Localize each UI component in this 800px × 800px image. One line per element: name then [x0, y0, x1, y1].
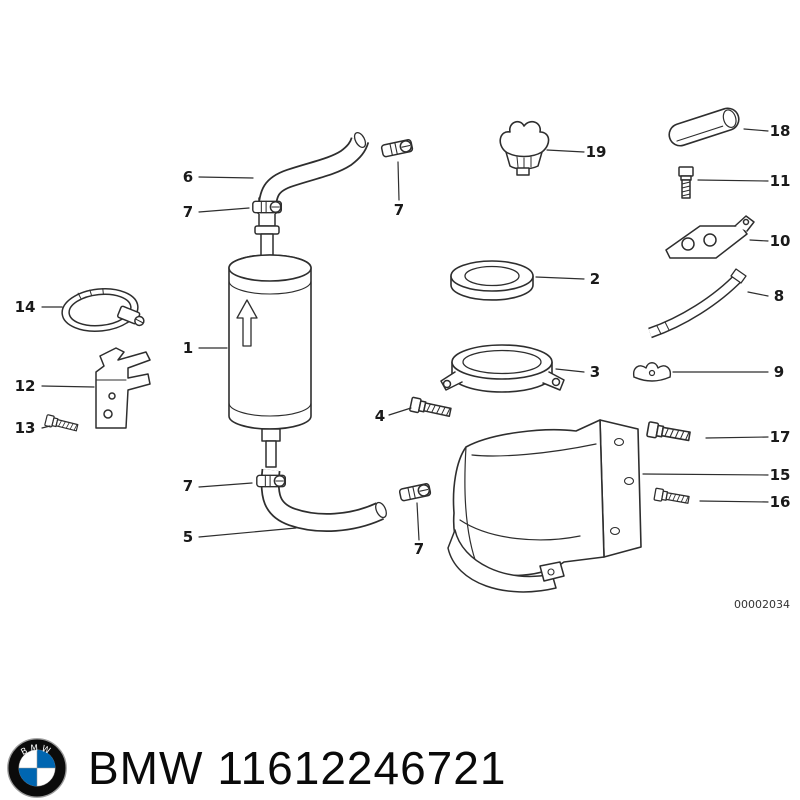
logo-quadrant-blue-top-right [37, 749, 56, 768]
part-15-holder-bracket [447, 419, 642, 593]
callout-7: 7 [394, 201, 404, 219]
part-12-bracket [95, 347, 151, 429]
callout-14: 14 [15, 298, 36, 316]
part-4-bolt [408, 396, 453, 420]
leader-line [388, 407, 412, 416]
part-7-hose-clamp-lower-right [398, 482, 432, 502]
callout-11: 11 [770, 172, 791, 190]
part-1-fuel-filter [228, 197, 312, 468]
leader-line [397, 161, 400, 201]
part-9-clip [632, 362, 672, 382]
callout-17: 17 [770, 428, 791, 446]
leader-line [198, 207, 250, 213]
part-16-screw [653, 487, 691, 507]
part-5-lower-hose [260, 468, 387, 533]
leader-line [697, 179, 769, 182]
part-11-bolt [678, 166, 694, 199]
callout-19: 19 [586, 143, 607, 161]
callout-10: 10 [770, 232, 791, 250]
part-19-spring-clip [499, 120, 550, 176]
leader-line [198, 482, 253, 488]
callout-7: 7 [414, 540, 424, 558]
callout-2: 2 [590, 270, 600, 288]
callout-4: 4 [375, 407, 385, 425]
logo-text: BMW [20, 743, 55, 757]
leader-line [743, 128, 769, 132]
callout-8: 8 [774, 287, 784, 305]
callouts: 6 7 7 19 18 11 10 2 8 14 1 3 9 12 13 4 1… [15, 122, 791, 558]
part-7-hose-clamp-upper-right [380, 138, 414, 158]
exploded-parts-diagram: 6 7 7 19 18 11 10 2 8 14 1 3 9 12 13 4 1… [15, 107, 791, 611]
flow-direction-arrow [236, 299, 258, 347]
leader-line [198, 527, 297, 538]
leader-line [642, 473, 769, 476]
callout-3: 3 [590, 363, 600, 381]
leader-line [555, 368, 585, 373]
leader-line [41, 425, 51, 429]
leader-line [198, 176, 254, 179]
part-number-line: BMW 11612246721 [88, 741, 506, 795]
callout-5: 5 [183, 528, 193, 546]
brand-text: BMW [88, 742, 204, 794]
leader-line [546, 149, 585, 153]
callout-9: 9 [774, 363, 784, 381]
callout-13: 13 [15, 419, 36, 437]
callout-7: 7 [183, 477, 193, 495]
part-number-text: 11612246721 [217, 742, 507, 794]
part-2-sealing-ring [450, 260, 534, 301]
part-14-hose-clamp [61, 287, 145, 333]
part-8-strap [648, 268, 747, 339]
leader-line [416, 502, 420, 541]
leader-line [749, 239, 769, 242]
leader-lines [41, 128, 769, 541]
leader-line [535, 276, 585, 280]
callout-15: 15 [770, 466, 791, 484]
part-7-hose-clamp-top [252, 200, 283, 214]
callout-12: 12 [15, 377, 36, 395]
callout-16: 16 [770, 493, 791, 511]
part-3-clamp-bracket [440, 344, 565, 393]
part-13-screw [44, 413, 80, 434]
callout-6: 6 [183, 168, 193, 186]
leader-line [41, 385, 95, 388]
part-10-bracket [665, 215, 755, 259]
diagram-code: 00002034 [734, 598, 790, 611]
footer-part-bar: BMW BMW 11612246721 [0, 736, 800, 800]
logo-quadrant-blue-bottom-left [18, 768, 37, 787]
part-17-bolt [645, 420, 692, 445]
part-18-rubber-sleeve [668, 107, 740, 147]
leader-line [747, 291, 769, 297]
callout-1: 1 [183, 339, 193, 357]
part-6-upper-hose [257, 131, 370, 215]
bmw-logo: BMW [7, 738, 67, 798]
leader-line [705, 436, 769, 439]
part-7-hose-clamp-bottom [256, 474, 287, 488]
callout-18: 18 [770, 122, 791, 140]
callout-7: 7 [183, 203, 193, 221]
leader-line [699, 500, 769, 503]
